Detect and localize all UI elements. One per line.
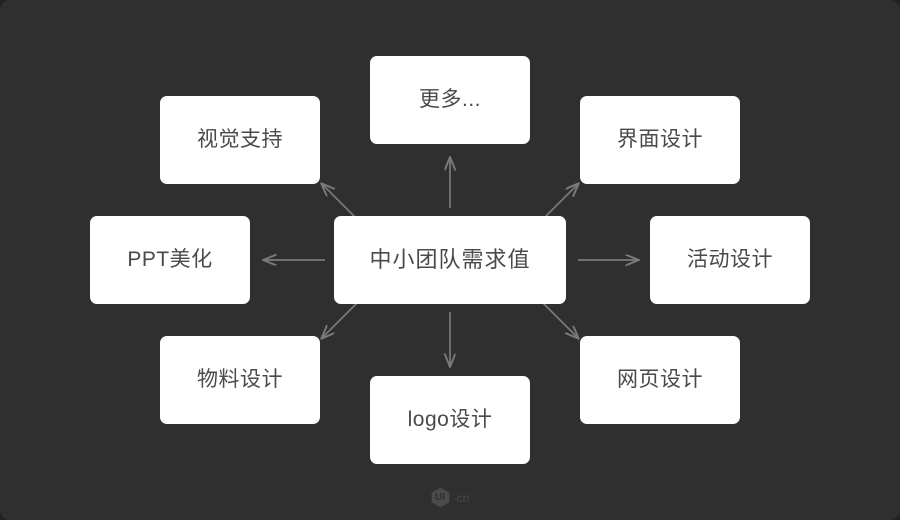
node-more[interactable]: 更多... bbox=[370, 56, 530, 144]
hexagon-logo-icon: UI bbox=[431, 487, 450, 508]
node-center-hub[interactable]: 中小团队需求值 bbox=[334, 216, 566, 304]
node-activity-design[interactable]: 活动设计 bbox=[650, 216, 810, 304]
node-interface-design[interactable]: 界面设计 bbox=[580, 96, 740, 184]
node-label: 物料设计 bbox=[197, 368, 283, 392]
watermark-suffix: ·cn bbox=[452, 490, 470, 505]
node-ppt-beautify[interactable]: PPT美化 bbox=[90, 216, 250, 304]
watermark-mark: UI bbox=[435, 492, 446, 503]
node-visual-support[interactable]: 视觉支持 bbox=[160, 96, 320, 184]
node-label: 网页设计 bbox=[617, 368, 703, 392]
node-web-design[interactable]: 网页设计 bbox=[580, 336, 740, 424]
arrow-down-right bbox=[539, 299, 578, 338]
node-logo-design[interactable]: logo设计 bbox=[370, 376, 530, 464]
node-label: 界面设计 bbox=[617, 128, 703, 152]
node-label: 中小团队需求值 bbox=[369, 246, 531, 272]
node-material-design[interactable]: 物料设计 bbox=[160, 336, 320, 424]
node-label: 更多... bbox=[418, 88, 481, 112]
node-label: 视觉支持 bbox=[197, 128, 283, 152]
arrow-down-left bbox=[322, 299, 361, 338]
node-label: PPT美化 bbox=[127, 248, 213, 272]
node-label: 活动设计 bbox=[687, 248, 773, 272]
node-label: logo设计 bbox=[407, 408, 493, 432]
watermark: UI ·cn bbox=[0, 487, 900, 508]
